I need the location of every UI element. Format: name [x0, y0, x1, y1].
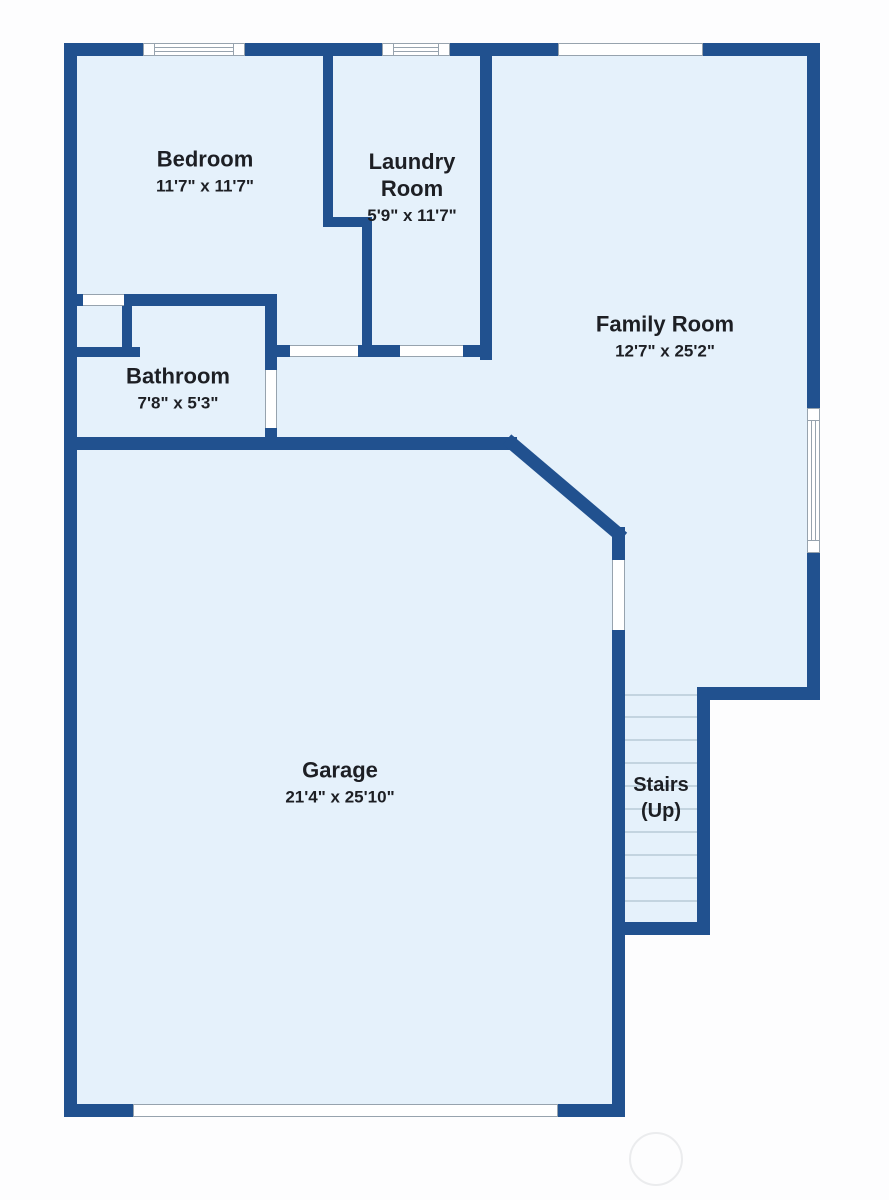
wall-segment — [265, 345, 290, 357]
floor-area — [64, 43, 820, 1117]
windows — [133, 43, 820, 1117]
door-openings — [83, 294, 625, 630]
wall-segment — [64, 43, 77, 1117]
wall-segment — [480, 43, 492, 360]
wall-segment — [807, 43, 820, 700]
wall-segment — [612, 922, 710, 935]
family-room-door — [612, 560, 625, 630]
wall-diagonal — [502, 434, 628, 543]
bedroom-entry-door — [290, 345, 358, 357]
wall-segment — [697, 687, 710, 935]
family-room-top-window — [558, 43, 703, 56]
bedroom-window — [143, 43, 245, 56]
wall-segment — [64, 437, 517, 450]
walls — [64, 43, 820, 1117]
wall-segment — [323, 217, 372, 227]
stairs-treads — [625, 694, 697, 902]
watermark-circle — [629, 1132, 683, 1186]
garage-door-opening — [133, 1104, 558, 1117]
wall-segment — [362, 217, 372, 357]
family-room-side-window — [807, 408, 820, 553]
wall-segment — [612, 527, 625, 1117]
laundry-window — [382, 43, 450, 56]
wall-segment — [323, 43, 333, 227]
bedroom-closet-door — [83, 294, 124, 306]
laundry-door — [400, 345, 463, 357]
bathroom-door — [265, 370, 277, 428]
wall-segment — [697, 687, 820, 700]
wall-segment — [122, 303, 132, 357]
wall-segment — [64, 347, 140, 357]
